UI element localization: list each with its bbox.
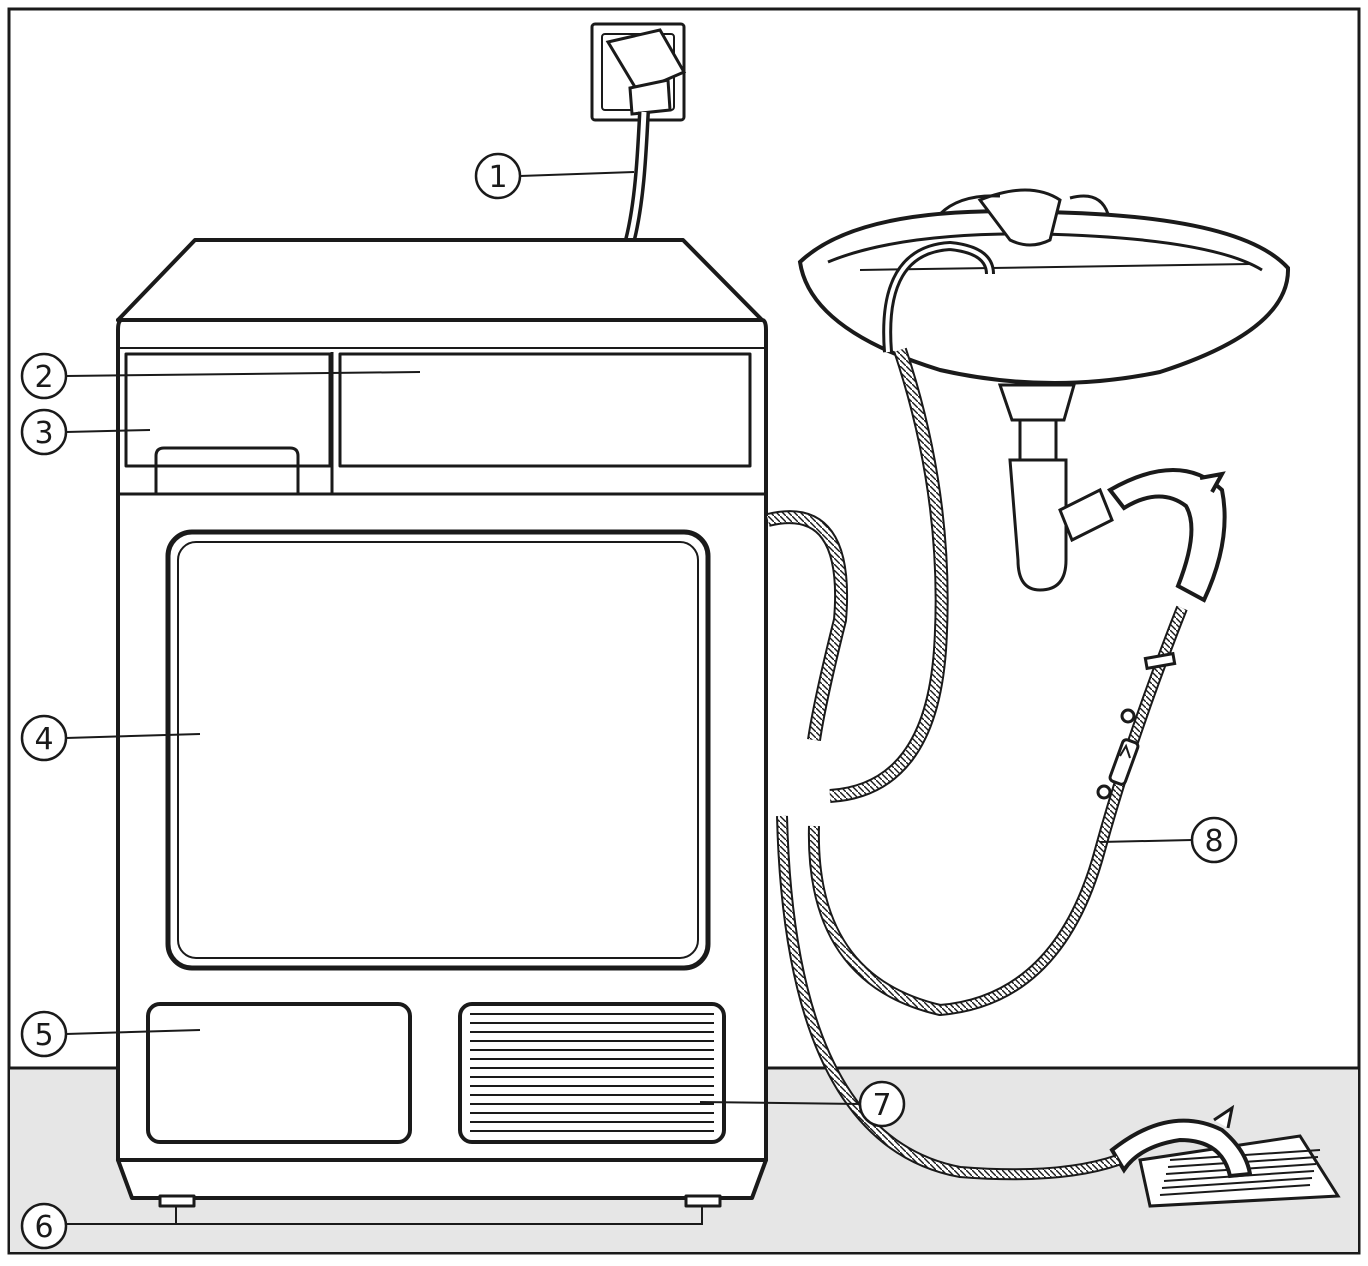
callout-7-number: 7 xyxy=(872,1088,891,1123)
callout-6-number: 6 xyxy=(34,1210,53,1245)
leader-2 xyxy=(65,371,421,377)
vent-grille-slats xyxy=(470,1013,714,1132)
washbasin xyxy=(797,188,1291,592)
callout-4-number: 4 xyxy=(34,722,53,757)
leader-6 xyxy=(66,1206,703,1225)
floor-drain xyxy=(1109,1104,1341,1208)
control-panel xyxy=(338,352,752,468)
callout-8-number: 8 xyxy=(1204,824,1223,859)
callout-2-number: 2 xyxy=(34,360,53,395)
leader-1 xyxy=(519,171,635,177)
foot-right xyxy=(684,1194,722,1208)
callout-1: 1 xyxy=(474,152,522,200)
callout-6: 6 xyxy=(20,1202,68,1250)
callout-3: 3 xyxy=(20,408,68,456)
callout-1-number: 1 xyxy=(488,160,507,195)
heat-exchanger-access-panel xyxy=(146,1002,412,1144)
dryer xyxy=(116,238,768,1208)
callout-5-number: 5 xyxy=(34,1018,53,1053)
hoses xyxy=(766,240,1188,1181)
leader-8 xyxy=(1099,839,1193,843)
foot-left xyxy=(158,1194,196,1208)
callout-8: 8 xyxy=(1190,816,1238,864)
callout-4: 4 xyxy=(20,714,68,762)
callout-5: 5 xyxy=(20,1010,68,1058)
leader-lines xyxy=(65,171,1193,1225)
leader-5 xyxy=(65,1029,201,1035)
air-inlet-vent xyxy=(458,1002,726,1144)
callout-7: 7 xyxy=(858,1080,906,1128)
leader-3 xyxy=(65,429,151,433)
wall-socket xyxy=(590,22,687,122)
drain-hose-hook-upper xyxy=(1107,468,1227,603)
leader-4 xyxy=(65,733,201,739)
callout-3-number: 3 xyxy=(34,416,53,451)
leader-7 xyxy=(699,1101,861,1105)
hose-connectors xyxy=(1096,651,1177,800)
drain-slot xyxy=(1159,1184,1311,1196)
drain-slot xyxy=(1161,1177,1313,1189)
power-cable xyxy=(624,111,650,242)
callout-2: 2 xyxy=(20,352,68,400)
